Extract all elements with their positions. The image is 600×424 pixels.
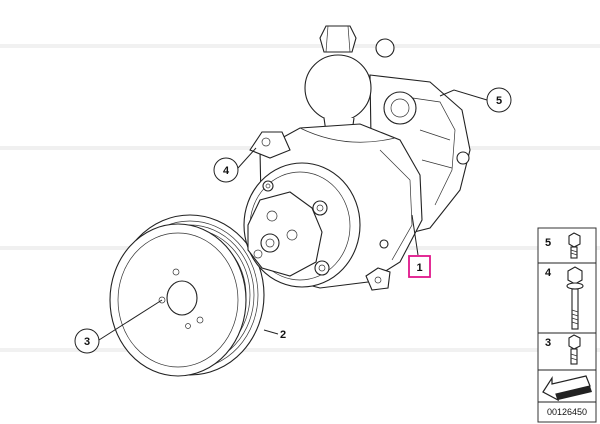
hardware-item-3[interactable]: 3 [545,334,581,365]
svg-text:5: 5 [545,237,551,249]
pump-illustration [243,25,471,291]
hardware-item-5[interactable]: 5 [545,232,581,259]
svg-text:4: 4 [545,267,552,279]
hardware-item-4[interactable]: 4 [545,266,584,330]
svg-text:5: 5 [496,95,502,107]
callout-2[interactable]: 2 [280,329,286,341]
pulley-illustration [109,214,265,377]
callout-3[interactable]: 3 [74,328,100,354]
reference-number: 00126450 [547,407,587,417]
leader-lines [98,89,488,341]
svg-text:3: 3 [84,336,90,348]
hardware-panel: 5 4 3 [537,227,597,423]
callout-4[interactable]: 4 [213,157,239,183]
callout-1[interactable]: 1 [408,255,431,278]
long-bolt-icon [566,266,584,330]
svg-text:4: 4 [223,165,230,177]
svg-text:1: 1 [416,262,422,274]
direction-arrow-icon [542,375,592,402]
short-bolt-icon [568,334,581,365]
callout-5[interactable]: 5 [486,87,512,113]
short-bolt-icon [568,232,581,259]
svg-text:3: 3 [545,337,551,349]
svg-text:2: 2 [280,329,286,341]
